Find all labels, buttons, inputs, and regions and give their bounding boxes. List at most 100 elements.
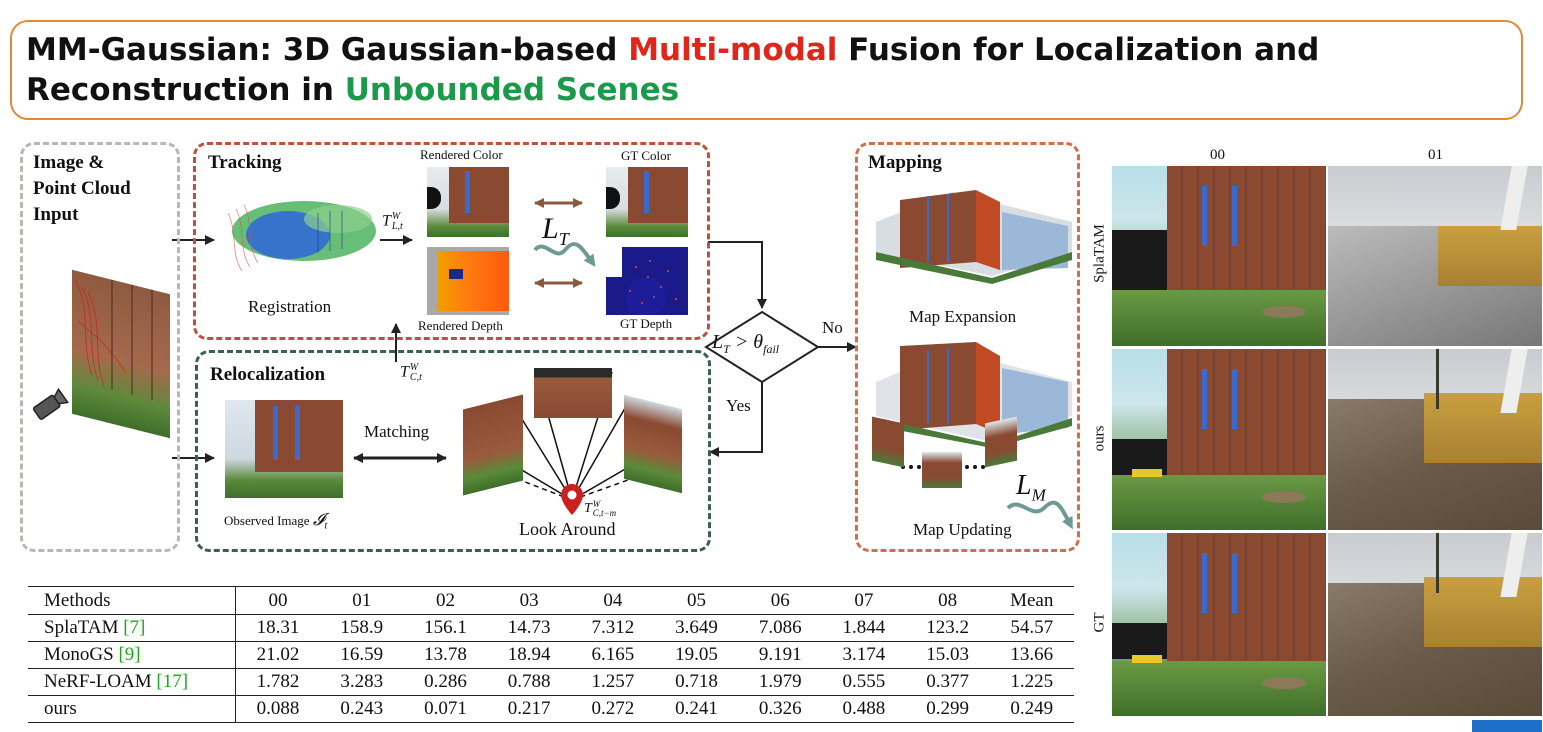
title-highlight-red: Multi-modal [628,32,838,68]
grid-cell-ours-01 [1328,349,1542,530]
grid-col-header-0: 00 [1210,147,1225,163]
tracking-label: Tracking [208,152,282,173]
look-around-left-image [463,394,523,496]
table-header-cell: 01 [319,586,404,615]
rendered-depth-caption: Rendered Depth [418,318,503,333]
title-box [10,20,1523,120]
table-cell: 0.088 [235,695,320,723]
table-cell: 0.241 [654,695,739,723]
table-cell: 0.488 [822,695,906,723]
table-cell: 0.788 [487,668,572,696]
table-header-cell: Mean [989,586,1074,615]
map-updating-right-thumb [985,416,1017,468]
arrow-yes-to-reloc [709,382,763,457]
table-cell: 14.73 [487,614,572,642]
table-cell: 13.78 [403,641,488,669]
table-method-cell: ours [28,695,236,723]
title-middle: Fusion for Localization and Reconstructi… [26,32,1320,108]
table-method-cell: SplaTAM [7] [28,614,236,642]
camera-icon [32,388,70,420]
table-method-cell: NeRF-LOAM [17] [28,668,236,696]
relocalization-label: Relocalization [210,364,326,385]
table-cell: 18.94 [487,641,572,669]
gt-depth-caption: GT Depth [620,316,673,331]
table-cell: 6.165 [571,641,655,669]
table-cell: 16.59 [319,641,404,669]
grid-row-label-1: ours [1091,425,1108,452]
mapping-label: Mapping [868,152,942,173]
table-header-cell: 08 [905,586,990,615]
loss-squiggle-tracking [533,242,596,267]
rendered-depth-image [427,247,509,315]
tracking-loss-label: LT [542,212,569,249]
table-cell: 19.05 [654,641,739,669]
grid-cell-ours-00 [1112,349,1326,530]
registration-caption: Registration [248,297,332,316]
grid-row-label-0: SplaTAM [1091,224,1108,283]
table-header-cell: 03 [487,586,572,615]
map-expansion-caption: Map Expansion [909,307,1017,326]
table-cell: 21.02 [235,641,320,669]
table-cell: 3.174 [822,641,906,669]
table-cell: 54.57 [989,614,1074,642]
map-updating-caption: Map Updating [913,520,1012,539]
registration-pointcloud-image [218,183,378,278]
decision-no-label: No [822,318,843,337]
table-cell: 3.283 [319,668,404,696]
table-cell: 0.249 [989,695,1074,723]
grid-cell-gt-01 [1328,533,1542,716]
table-cell: 0.217 [487,695,572,723]
loss-squiggle-mapping [1006,500,1073,530]
table-cell: 1.225 [989,668,1074,696]
gt-color-caption: GT Color [621,148,671,163]
mapping-box [855,142,1080,552]
table-cell: 1.979 [738,668,823,696]
matching-caption: Matching [364,422,430,441]
location-pin-icon [561,484,583,515]
table-cell: 0.243 [319,695,404,723]
observed-image-caption: Observed Image 𝓘t [224,510,328,532]
table-cell: 3.649 [654,614,739,642]
tracking-box [193,142,710,340]
input-box [20,142,180,552]
title-prefix: MM-Gaussian: 3D Gaussian-based [26,32,629,68]
observed-image [225,400,343,498]
table-header-cell: 00 [235,586,320,615]
table-cell: 123.2 [905,614,990,642]
table-cell: 0.555 [822,668,906,696]
table-header-cell: 05 [654,586,739,615]
grid-cell-splatam-01 [1328,166,1542,346]
table-cell: 0.326 [738,695,823,723]
table-cell: 1.782 [235,668,320,696]
grid-cell-splatam-00 [1112,166,1326,346]
table-header-cell: 04 [571,586,655,615]
table-row: ours 0.088 0.243 0.071 0.217 0.272 0.241… [28,695,1074,723]
table-cell: 0.718 [654,668,739,696]
table-method-cell: MonoGS [9] [28,641,236,669]
grid-cell-gt-00 [1112,533,1326,716]
input-label: Image & Point Cloud Input [33,152,131,225]
table-cell: 0.286 [403,668,488,696]
grid-col-header-1: 01 [1428,147,1443,163]
table-row: SplaTAM [7] 18.31 158.9 156.1 14.73 7.31… [28,614,1074,642]
look-around-right-image [624,394,682,494]
table-header-cell: 06 [738,586,823,615]
table-cell: 7.312 [571,614,655,642]
results-table: Methods 00 01 02 03 04 05 06 07 08 Mean … [28,586,1074,723]
table-header-cell: 02 [403,586,488,615]
table-cell: 156.1 [403,614,488,642]
table-cell: 1.844 [822,614,906,642]
table-header-cell: Methods [28,586,236,615]
table-cell: 0.071 [403,695,488,723]
title-highlight-green: Unbounded Scenes [344,72,680,108]
gt-color-image [606,167,688,237]
mapping-loss-label: LM [1016,470,1046,505]
look-around-caption: Look Around [519,519,616,539]
table-cell: 15.03 [905,641,990,669]
map-expansion-image [872,182,1072,284]
table-cell: 1.257 [571,668,655,696]
decision-condition: LT > θfail [712,331,780,356]
